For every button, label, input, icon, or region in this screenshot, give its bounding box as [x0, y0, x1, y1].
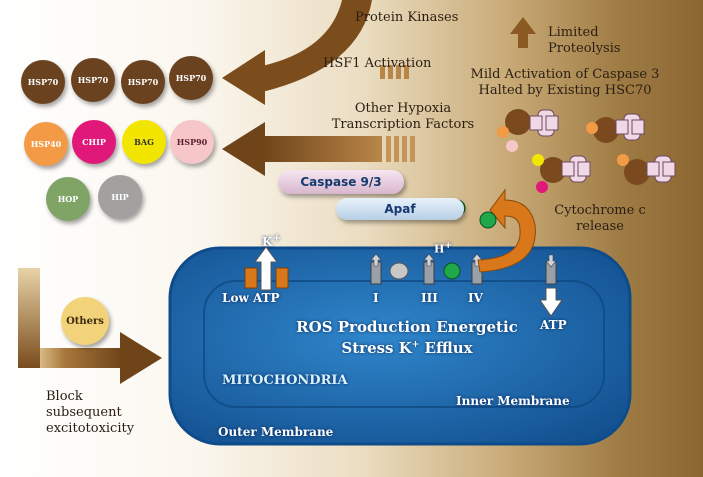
limited-proteolysis-label: Limited Proteolysis	[548, 25, 621, 56]
k-channel-right	[275, 267, 289, 289]
other-hypoxia-label: Other Hypoxia Transcription Factors	[331, 101, 475, 132]
hsp70-circle-3: HSP70	[121, 60, 165, 104]
released-cytochrome	[479, 211, 497, 229]
complex-iii-arrow	[423, 253, 435, 267]
k-plus-label: K+	[262, 233, 281, 249]
atp-label: ATP	[540, 318, 567, 332]
bag-circle: BAG	[122, 120, 166, 164]
inner-membrane-label: Inner Membrane	[456, 394, 570, 408]
complex-i-label: I	[373, 291, 379, 305]
hsp70-circle-4: HSP70	[169, 56, 213, 100]
atp-synthase-arrow	[545, 254, 557, 268]
hsp70-circle-1: HSP70	[21, 60, 65, 104]
low-atp-label: Low ATP	[222, 291, 280, 305]
complex-iv-label: IV	[468, 291, 483, 305]
cytochrome-release-arrow	[477, 188, 536, 273]
transcription-arrow-head	[222, 122, 265, 176]
hsf1-activation-label: HSF1 Activation	[323, 56, 432, 71]
complex-i-ball	[389, 262, 409, 280]
cytochrome-ball	[443, 262, 461, 280]
apaf-pill: Apaf	[336, 198, 464, 220]
inner-membrane	[203, 280, 605, 408]
proteolysis-up-arrow	[510, 17, 536, 48]
caspase-pill: Caspase 9/3	[278, 170, 404, 194]
outer-membrane	[168, 246, 632, 446]
others-circle: Others	[61, 297, 109, 345]
k-channel-left	[244, 267, 258, 289]
transcription-arrow-dashes	[386, 136, 415, 162]
kinase-arrow-head	[222, 50, 265, 105]
outer-membrane-label: Outer Membrane	[218, 425, 334, 439]
ros-production-label: ROS Production Energetic Stress K+ Efflu…	[296, 318, 518, 357]
cytochrome-release-label: Cytochrome c release	[554, 203, 646, 234]
protein-kinases-label: Protein Kinases	[355, 10, 459, 25]
hsf1-arrow-dashes	[380, 65, 409, 79]
mitochondria-label: MITOCHONDRIA	[222, 373, 348, 388]
hop-circle: HOP	[46, 177, 90, 221]
hip-circle: HIP	[98, 175, 142, 219]
apoptosome-cluster	[497, 109, 676, 193]
hsp40-circle: HSP40	[24, 122, 68, 166]
complex-iii-label: III	[421, 291, 438, 305]
hsp90-circle: HSP90	[170, 120, 214, 164]
mild-activation-label: Mild Activation of Caspase 3 Halted by E…	[470, 67, 660, 98]
chip-circle: CHIP	[72, 120, 116, 164]
hsp70-circle-2: HSP70	[71, 58, 115, 102]
block-arrow-head	[120, 332, 162, 384]
h-plus-label: H+	[434, 240, 453, 256]
transcription-arrow-shaft	[262, 136, 382, 162]
block-excitotoxicity-label: Block subsequent excitotoxicity	[46, 389, 135, 436]
k-up-arrow	[254, 246, 278, 291]
complex-i-arrow	[370, 253, 382, 267]
atp-down-arrow	[539, 287, 563, 317]
kinase-curve-arrow	[262, 0, 372, 92]
